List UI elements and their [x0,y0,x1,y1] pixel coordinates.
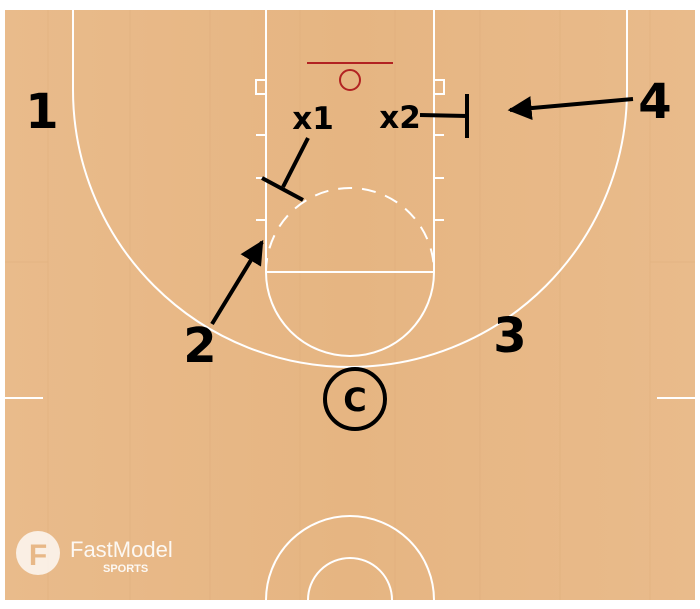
fastmodel-logo-icon [16,531,60,575]
three-point-line [72,10,628,368]
coach-label: C [343,381,366,419]
player-2-label: 2 [183,318,216,374]
free-throw-circle-top-dashed [265,187,435,273]
court-floor [5,10,695,600]
center-circle-outer [265,515,435,601]
player-1-label: 1 [25,84,58,140]
center-circle-inner [307,557,393,601]
defender-x2-label: x2 [379,100,421,136]
wood-planks [5,10,695,600]
logo-letter: F [29,539,47,572]
rim [339,69,361,91]
brand-sub: SPORTS [103,563,148,575]
player-movements [210,94,634,326]
court-lines [5,10,695,601]
free-throw-circle-bottom [265,271,435,357]
cut-arrow-player-2 [210,239,264,326]
brand-name: FastModel [70,537,173,562]
screen-x1-stem [281,137,310,188]
screen-x2-stem [419,113,468,118]
defender-x1-label: x1 [292,101,334,137]
screen-x1-bar [261,176,304,202]
coach-circle [323,367,387,431]
player-4-label: 4 [638,74,671,130]
cut-arrow-player-4 [507,96,634,121]
fastmodel-watermark: F FastModel SPORTS [16,531,173,575]
player-3-label: 3 [493,308,526,364]
